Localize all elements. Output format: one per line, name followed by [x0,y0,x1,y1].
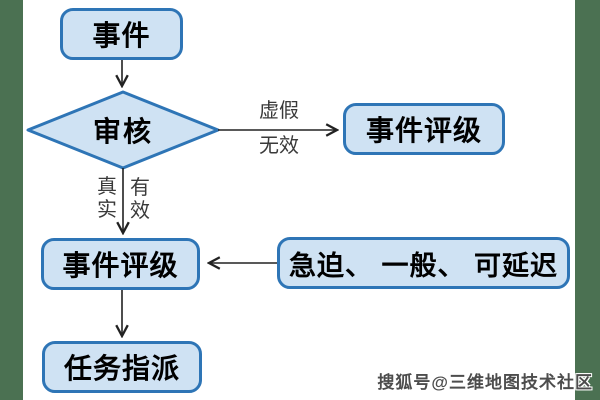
node-event-label: 事件 [92,20,151,51]
node-task-assignment: 任务指派 [42,341,202,393]
edge-label-valid: 有效 [130,177,150,222]
node-event-rating-right-label: 事件评级 [365,115,482,146]
node-review: 审核 [28,92,218,168]
node-priority-levels: 急迫、 一般、 可延迟 [277,237,570,289]
watermark-text: 搜狐号@三维地图技术社区 [377,373,593,392]
edge-label-fake: 虚假 [259,100,299,122]
node-event-rating-right: 事件评级 [343,103,505,155]
right-border-strip [575,0,600,400]
node-priority-levels-label: 急迫、 一般、 可延迟 [288,250,558,281]
edge-label-genuine: 真实 [97,176,117,221]
edge-label-invalid: 无效 [259,135,299,157]
node-event: 事件 [60,8,183,60]
node-task-assignment-label: 任务指派 [63,353,180,384]
node-event-rating-left: 事件评级 [41,238,200,290]
node-review-label: 审核 [92,116,153,147]
node-event-rating-left-label: 事件评级 [62,250,179,281]
left-border-strip [0,0,23,400]
